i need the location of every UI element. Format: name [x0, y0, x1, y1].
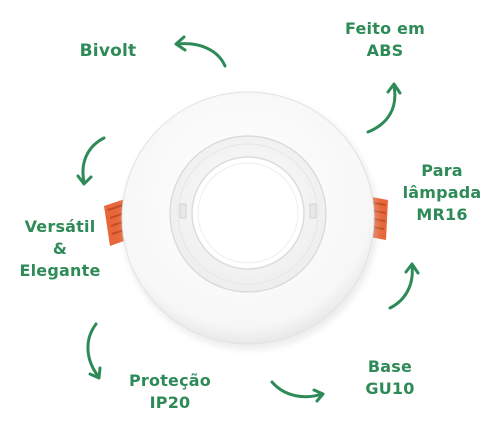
- arrow-base-icon: [270, 380, 325, 403]
- feature-protecao-ip20: Proteção IP20: [129, 371, 211, 412]
- feature-feito-em-abs: Feito em ABS: [345, 19, 425, 60]
- arrow-mr16-icon: [388, 262, 420, 310]
- feature-versatil-elegante: Versátil & Elegante: [19, 217, 101, 280]
- feature-base-gu10: Base GU10: [365, 357, 415, 398]
- feature-para-lampada-mr16: Para lâmpada MR16: [402, 161, 482, 224]
- arrow-abs-icon: [366, 82, 402, 134]
- arrow-bivolt-icon: [174, 35, 227, 68]
- arrow-versatil-icon: [76, 136, 106, 186]
- feature-bivolt: Bivolt: [79, 41, 137, 61]
- arrow-protecao-icon: [86, 322, 102, 380]
